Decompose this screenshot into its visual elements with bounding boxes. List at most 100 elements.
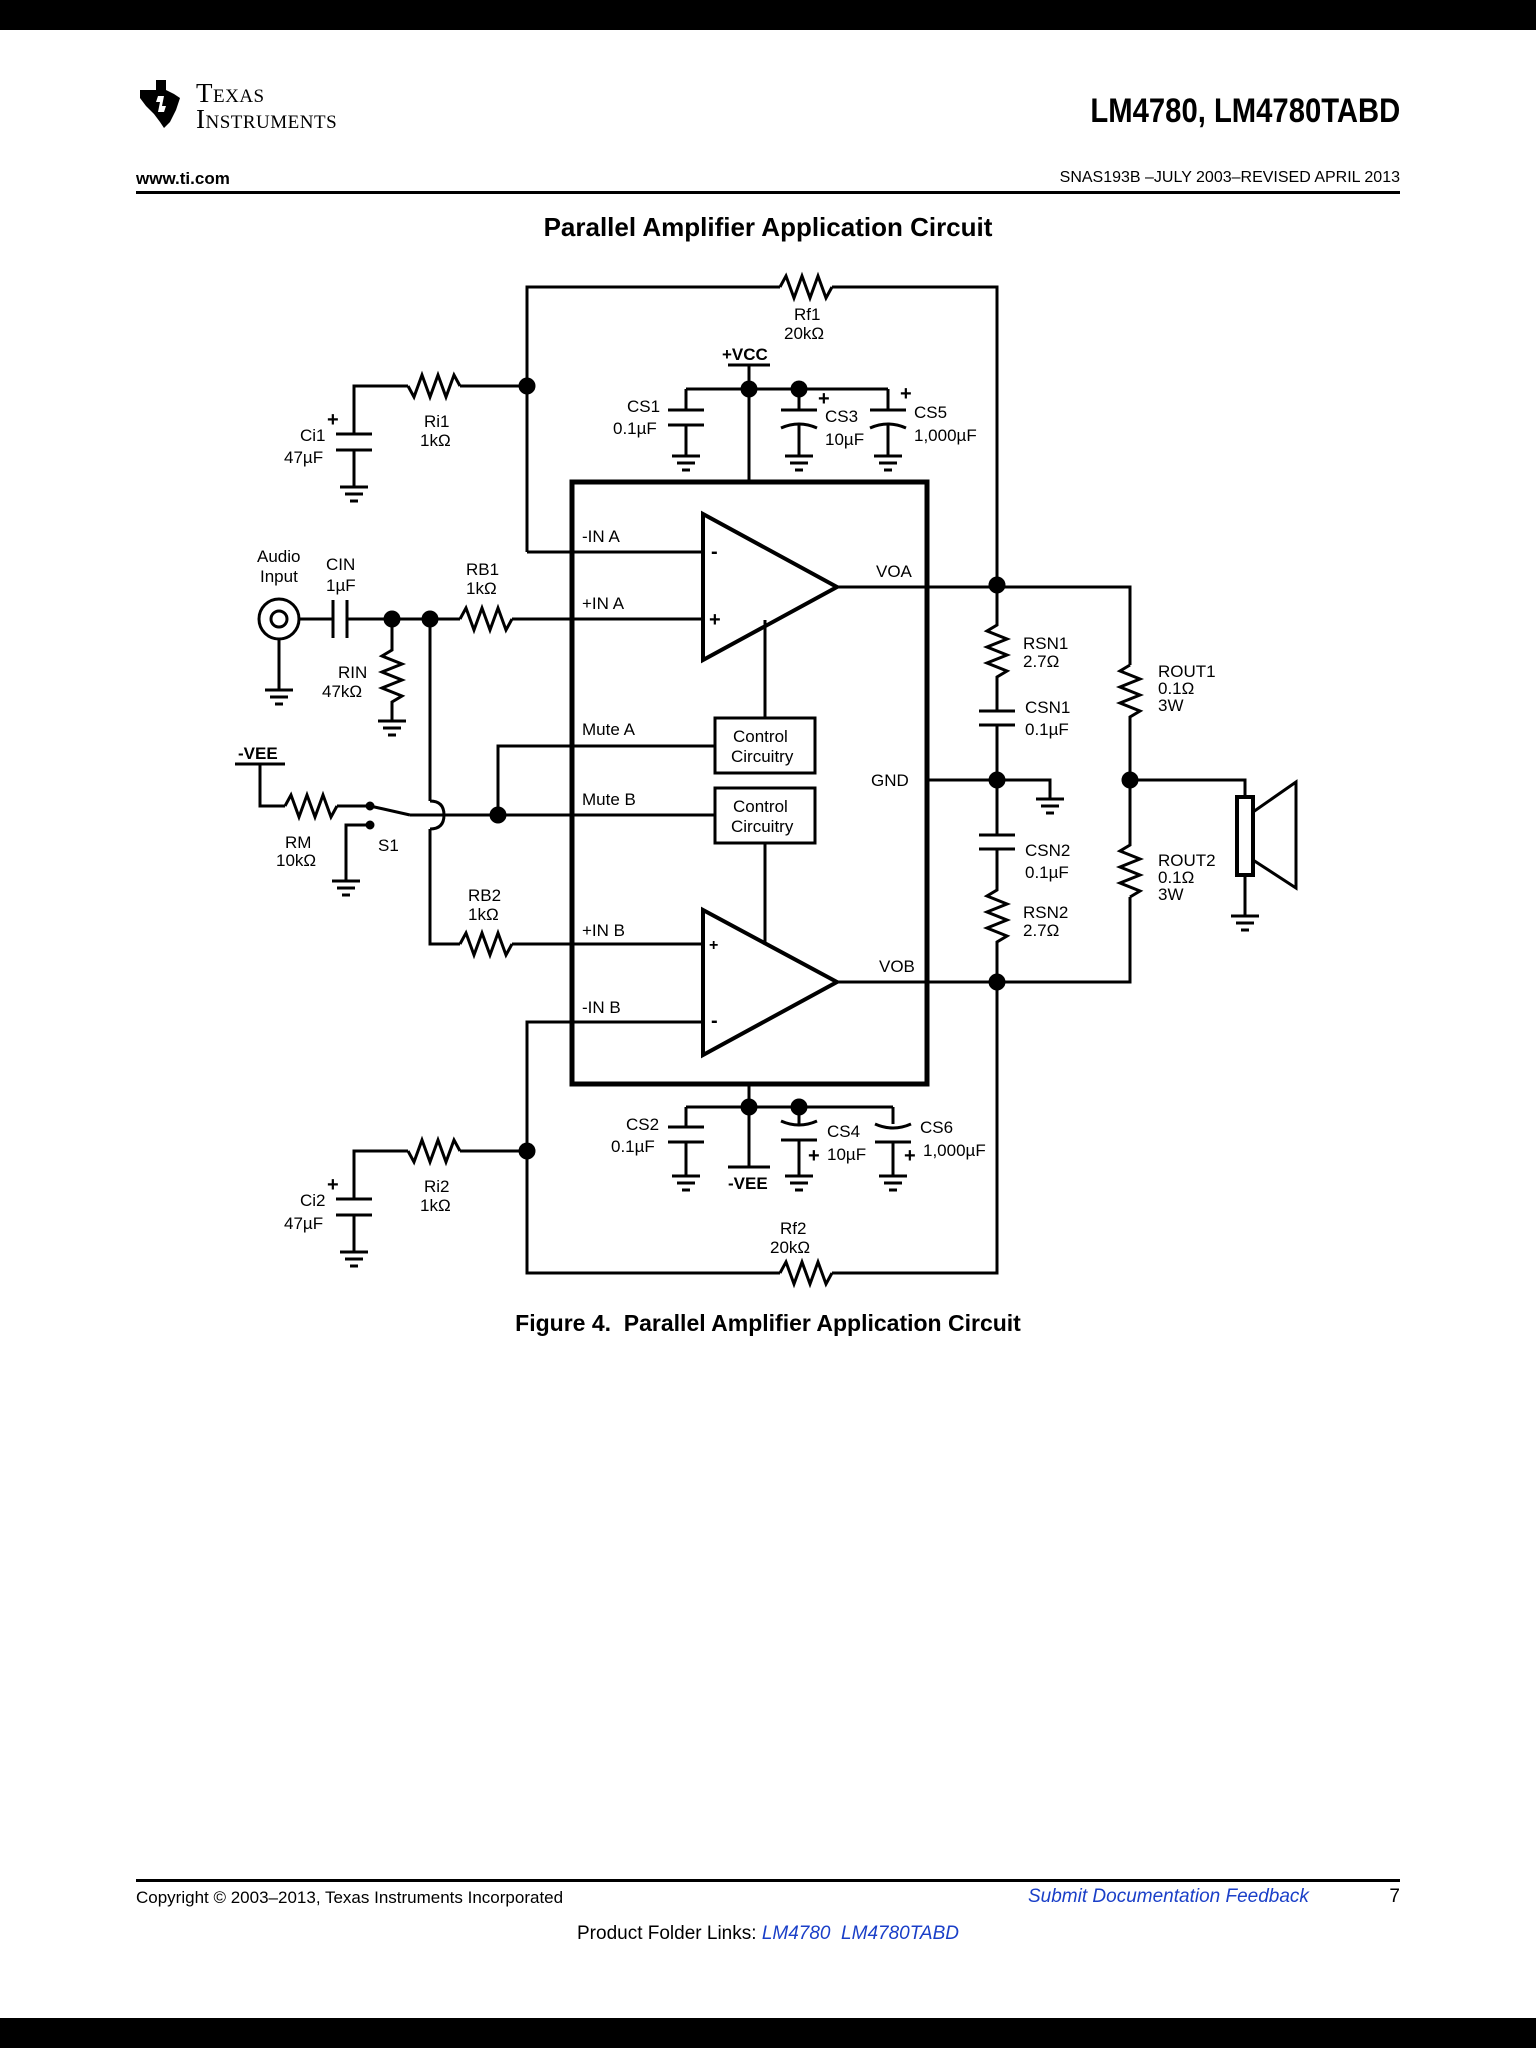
label-cs5-value: 1,000µF xyxy=(914,426,977,445)
capacitor-cs2 xyxy=(668,1107,704,1192)
label-rf2-value: 20kΩ xyxy=(770,1238,810,1257)
label-cs2-value: 0.1µF xyxy=(611,1137,655,1156)
label-cs3-plus: + xyxy=(818,388,830,410)
switch-s1[interactable] xyxy=(369,804,411,817)
label-audio-1: Audio xyxy=(257,547,300,566)
audio-jack-center xyxy=(269,609,289,629)
label-control-a-2: Circuitry xyxy=(731,747,794,766)
label-audio-2: Input xyxy=(260,567,298,586)
label-ci2: Ci2 xyxy=(300,1191,326,1210)
wire xyxy=(832,982,999,1275)
website-link[interactable]: www.ti.com xyxy=(136,169,230,188)
circuit-schematic: Rf1 20kΩ +VCC CS1 0.1µF CS3 10µF CS5 1,0… xyxy=(235,271,1298,1289)
wire xyxy=(428,829,460,946)
label-ri2-value: 1kΩ xyxy=(420,1196,451,1215)
junction-dot xyxy=(518,1142,536,1160)
label-cs6-plus: + xyxy=(904,1145,916,1167)
folder-prefix: Product Folder Links: xyxy=(577,1923,762,1944)
link-lm4780tabd[interactable]: LM4780TABD xyxy=(841,1923,959,1944)
junction-dot xyxy=(740,1098,758,1116)
wire xyxy=(837,585,1132,665)
label-rout2-value: 0.1Ω xyxy=(1158,868,1194,887)
label-opamp-b-minus: - xyxy=(711,1010,718,1032)
label-s1: S1 xyxy=(378,836,399,855)
audio-jack[interactable] xyxy=(257,597,301,641)
label-vcc: +VCC xyxy=(722,345,768,364)
link-lm4780[interactable]: LM4780 xyxy=(761,1923,831,1944)
label-cs2: CS2 xyxy=(626,1115,659,1134)
capacitor-cs6 xyxy=(874,1107,912,1192)
speaker-icon xyxy=(1235,779,1298,891)
label-cs6-value: 1,000µF xyxy=(923,1141,986,1160)
junction-dot xyxy=(518,377,536,395)
label-cs5: CS5 xyxy=(914,403,947,422)
copyright: Copyright © 2003–2013, Texas Instruments… xyxy=(136,1888,564,1907)
label-rsn2-value: 2.7Ω xyxy=(1023,921,1059,940)
resistor-rsn2 xyxy=(982,849,1012,982)
label-rin: RIN xyxy=(338,663,367,682)
ground-icon xyxy=(332,879,360,897)
page-number: 7 xyxy=(1389,1886,1400,1907)
label-ci1: Ci1 xyxy=(300,426,326,445)
resistor-ri2 xyxy=(406,1135,462,1167)
label-rin-value: 47kΩ xyxy=(322,682,362,701)
label-in-b-pos: +IN B xyxy=(582,921,625,940)
ground-icon xyxy=(1036,797,1064,815)
label-opamp-b-plus: + xyxy=(709,937,718,954)
label-control-a-1: Control xyxy=(733,727,788,746)
label-ri2: Ri2 xyxy=(424,1177,450,1196)
feedback-link[interactable]: Submit Documentation Feedback xyxy=(1028,1886,1309,1907)
label-cs1-value: 0.1µF xyxy=(613,419,657,438)
resistor-rout1 xyxy=(1115,663,1145,842)
wire xyxy=(352,384,408,433)
label-control-b-2: Circuitry xyxy=(731,817,794,836)
label-rf1: Rf1 xyxy=(794,305,820,324)
label-cs4-plus: + xyxy=(808,1145,820,1167)
header-rule xyxy=(136,191,1400,194)
wire xyxy=(1130,778,1247,797)
label-rb1: RB1 xyxy=(466,560,499,579)
label-rout1: ROUT1 xyxy=(1158,662,1216,681)
label-rm-value: 10kΩ xyxy=(276,851,316,870)
resistor-rsn1 xyxy=(982,585,1012,710)
label-rf2: Rf2 xyxy=(780,1219,806,1238)
label-rf1-value: 20kΩ xyxy=(784,324,824,343)
ground-icon xyxy=(1231,914,1259,932)
label-rb1-value: 1kΩ xyxy=(466,579,497,598)
resistor-ri1 xyxy=(406,370,462,402)
label-rsn2: RSN2 xyxy=(1023,903,1068,922)
ti-logo: Texas Instruments xyxy=(136,76,376,136)
opamp-a xyxy=(701,510,842,664)
label-rout1-watts: 3W xyxy=(1158,696,1184,715)
label-cs6: CS6 xyxy=(920,1118,953,1137)
label-mute-a: Mute A xyxy=(582,720,636,739)
label-csn1: CSN1 xyxy=(1025,698,1070,717)
resistor-rb1 xyxy=(458,603,514,635)
label-cs4: CS4 xyxy=(827,1122,860,1141)
label-rb2: RB2 xyxy=(468,886,501,905)
label-cs3-value: 10µF xyxy=(825,430,864,449)
label-in-a-neg: -IN A xyxy=(582,527,620,546)
figure-caption: Figure 4. Parallel Amplifier Application… xyxy=(515,1310,1021,1336)
document-page: Texas Instruments LM4780, LM4780TABD www… xyxy=(0,30,1536,2018)
label-rout1-value: 0.1Ω xyxy=(1158,679,1194,698)
capacitor-cs3 xyxy=(780,389,818,472)
label-ci2-value: 47µF xyxy=(284,1214,323,1233)
logo-line-2: Instruments xyxy=(196,104,338,134)
capacitor-cs4 xyxy=(780,1107,818,1192)
wire xyxy=(352,1149,408,1198)
part-title: LM4780, LM4780TABD xyxy=(1090,92,1400,130)
wire xyxy=(927,778,1052,798)
label-cs4-value: 10µF xyxy=(827,1145,866,1164)
resistor-rin xyxy=(377,619,407,720)
label-csn2: CSN2 xyxy=(1025,841,1070,860)
label-opamp-a-minus: - xyxy=(711,541,718,563)
wire xyxy=(837,897,1132,984)
label-rm: RM xyxy=(285,833,311,852)
resistor-rf2 xyxy=(778,1257,834,1289)
label-control-b-1: Control xyxy=(733,797,788,816)
opamp-b xyxy=(701,906,842,1059)
label-rsn1: RSN1 xyxy=(1023,634,1068,653)
logo-line-1: Texas xyxy=(196,78,265,108)
resistor-rm xyxy=(283,790,339,822)
